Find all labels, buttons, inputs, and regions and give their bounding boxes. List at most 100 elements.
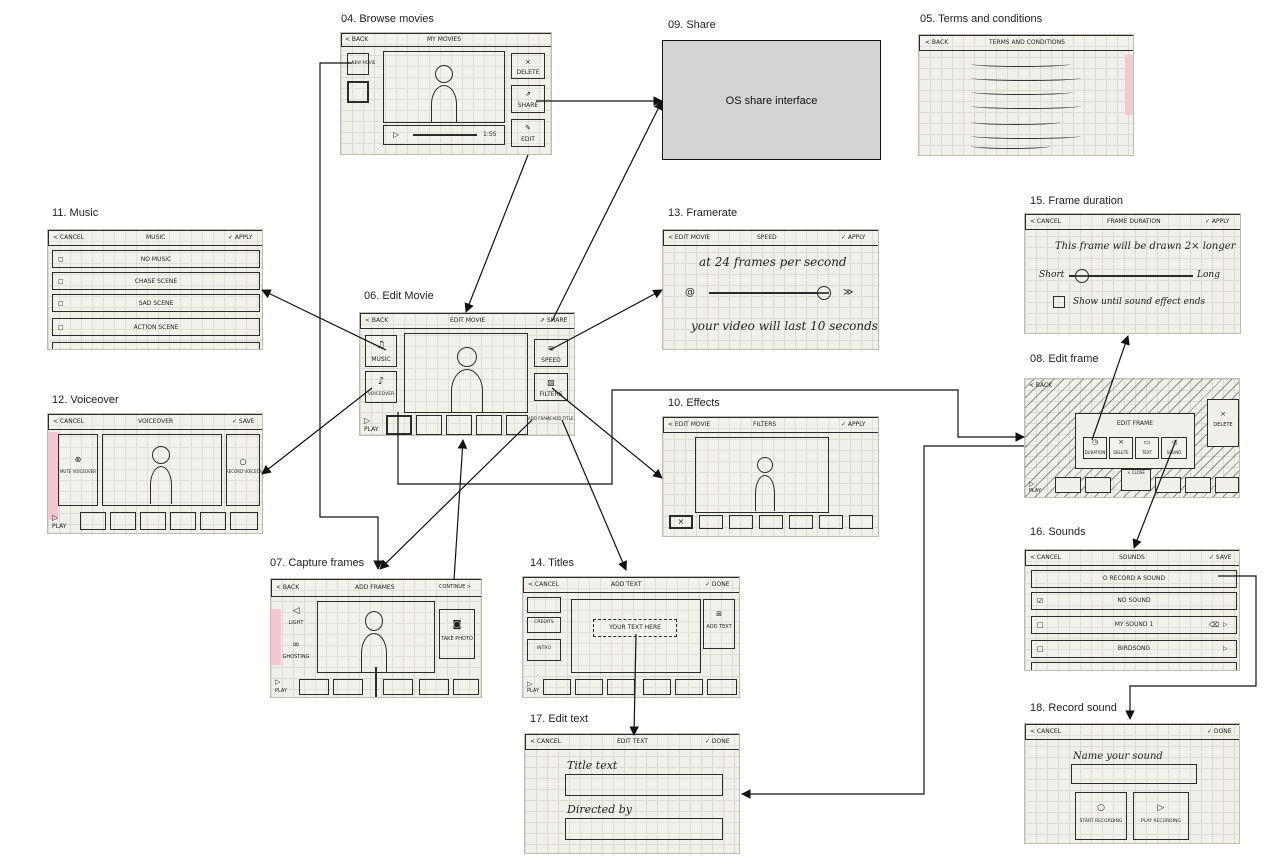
frame-thumbnail[interactable]: [476, 415, 502, 435]
light-label[interactable]: Light: [288, 620, 304, 626]
frame-thumbnail[interactable]: [1085, 477, 1111, 493]
filter-none-option[interactable]: [669, 515, 693, 529]
add-text-button[interactable]: [703, 599, 735, 649]
frame-thumbnail[interactable]: [446, 415, 472, 435]
movie-thumbnail[interactable]: [347, 81, 369, 103]
frame-thumbnail[interactable]: [419, 679, 449, 695]
save-button[interactable]: ✓ Save: [232, 418, 255, 425]
playback-scrubber[interactable]: [413, 134, 477, 136]
cancel-button[interactable]: < Cancel: [1030, 554, 1062, 561]
add-title-button[interactable]: Add Title: [552, 416, 574, 421]
directed-by-input[interactable]: [565, 818, 723, 840]
filter-option[interactable]: [699, 515, 723, 529]
apply-button[interactable]: ✓ Apply: [1205, 218, 1230, 225]
apply-button[interactable]: ✓ Apply: [841, 234, 866, 241]
frame-thumbnail[interactable]: [416, 415, 442, 435]
play-icon[interactable]: ▷: [1029, 480, 1035, 488]
play-icon[interactable]: ▷: [1223, 645, 1228, 652]
frame-thumbnail[interactable]: [299, 679, 329, 695]
frame-thumbnail[interactable]: [80, 512, 106, 530]
edit-button[interactable]: [511, 119, 545, 147]
speed-slider-thumb[interactable]: [817, 286, 831, 300]
scroll-indicator[interactable]: [1125, 55, 1133, 115]
play-icon[interactable]: ▷: [52, 513, 59, 522]
frame-thumbnail[interactable]: [453, 679, 479, 695]
duration-slider-thumb[interactable]: [1075, 269, 1089, 283]
music-option[interactable]: [52, 342, 260, 349]
frame-thumbnail[interactable]: [707, 679, 737, 695]
filter-option[interactable]: [789, 515, 813, 529]
frame-thumbnail[interactable]: [607, 679, 635, 695]
delete-button[interactable]: [511, 53, 545, 79]
music-option[interactable]: [52, 272, 260, 290]
frame-thumbnail[interactable]: [170, 512, 196, 530]
filter-option[interactable]: [819, 515, 843, 529]
sound-option[interactable]: [1031, 662, 1237, 670]
done-button[interactable]: ✓ Done: [705, 581, 730, 588]
apply-button[interactable]: ✓ Apply: [228, 234, 253, 241]
music-option[interactable]: [52, 318, 260, 336]
back-button[interactable]: < Back: [345, 36, 369, 43]
cancel-button[interactable]: < Cancel: [1030, 218, 1062, 225]
add-frame-button[interactable]: Add Frame: [528, 416, 552, 421]
record-voiceover-button[interactable]: [226, 434, 260, 506]
back-button[interactable]: < Back: [365, 317, 389, 324]
share-button[interactable]: ⇗ Share: [540, 317, 568, 324]
frame-thumbnail[interactable]: [386, 415, 412, 435]
frame-thumbnail[interactable]: [643, 679, 671, 695]
frame-thumbnail[interactable]: [110, 512, 136, 530]
save-button[interactable]: ✓ Save: [1209, 554, 1232, 561]
back-button[interactable]: < Back: [276, 584, 300, 591]
filter-option[interactable]: [729, 515, 753, 529]
sound-name-input[interactable]: [1071, 764, 1197, 784]
sound-checkbox[interactable]: [1053, 296, 1065, 308]
start-recording-button[interactable]: [1075, 792, 1127, 840]
frame-thumbnail[interactable]: [506, 415, 528, 435]
share-button[interactable]: [511, 85, 545, 113]
delete-side-button[interactable]: [1207, 399, 1239, 447]
speed-slider-track[interactable]: [709, 292, 829, 294]
cancel-button[interactable]: < Cancel: [530, 738, 562, 745]
cancel-button[interactable]: < Cancel: [53, 418, 85, 425]
filter-option[interactable]: [849, 515, 873, 529]
done-button[interactable]: ✓ Done: [705, 738, 730, 745]
intro-slot[interactable]: [527, 639, 561, 661]
play-icon[interactable]: ▷: [527, 680, 533, 688]
frame-thumbnail[interactable]: [200, 512, 226, 530]
back-button[interactable]: < Back: [1029, 382, 1053, 389]
play-recording-button[interactable]: [1133, 792, 1189, 840]
done-button[interactable]: ✓ Done: [1207, 728, 1232, 735]
title-text-input[interactable]: [565, 774, 723, 796]
frame-thumbnail[interactable]: [333, 679, 363, 695]
cancel-button[interactable]: < Cancel: [1030, 728, 1062, 735]
cancel-button[interactable]: < Cancel: [53, 234, 85, 241]
frame-thumbnail[interactable]: [1185, 477, 1211, 493]
frame-thumbnail[interactable]: [675, 679, 703, 695]
mute-voiceover-button[interactable]: [58, 434, 98, 506]
music-option[interactable]: [52, 250, 260, 268]
duration-slider-track[interactable]: [1069, 275, 1193, 277]
frame-thumbnail[interactable]: [383, 679, 413, 695]
frame-thumbnail[interactable]: [575, 679, 603, 695]
filter-option[interactable]: [759, 515, 783, 529]
edit-movie-back-button[interactable]: < Edit Movie: [668, 421, 711, 428]
play-icon[interactable]: ▷: [275, 678, 281, 686]
play-icon[interactable]: ▷: [364, 416, 371, 425]
title-slot[interactable]: [527, 597, 561, 613]
take-photo-button[interactable]: [439, 609, 475, 659]
edit-movie-back-button[interactable]: < Edit Movie: [668, 234, 711, 241]
play-icon[interactable]: ▷: [1223, 621, 1228, 628]
frame-thumbnail[interactable]: [1155, 477, 1181, 493]
back-button[interactable]: < Back: [925, 39, 949, 46]
play-icon[interactable]: ▷: [393, 130, 400, 139]
ghosting-label[interactable]: Ghosting: [282, 654, 310, 660]
cancel-button[interactable]: < Cancel: [528, 581, 560, 588]
apply-button[interactable]: ✓ Apply: [841, 421, 866, 428]
trash-icon[interactable]: ⌫: [1209, 621, 1219, 629]
frame-thumbnail[interactable]: [1055, 477, 1081, 493]
frame-thumbnail[interactable]: [140, 512, 166, 530]
music-option[interactable]: [52, 294, 260, 312]
frame-thumbnail[interactable]: [543, 679, 571, 695]
frame-thumbnail[interactable]: [230, 512, 258, 530]
frame-thumbnail[interactable]: [1215, 477, 1239, 493]
